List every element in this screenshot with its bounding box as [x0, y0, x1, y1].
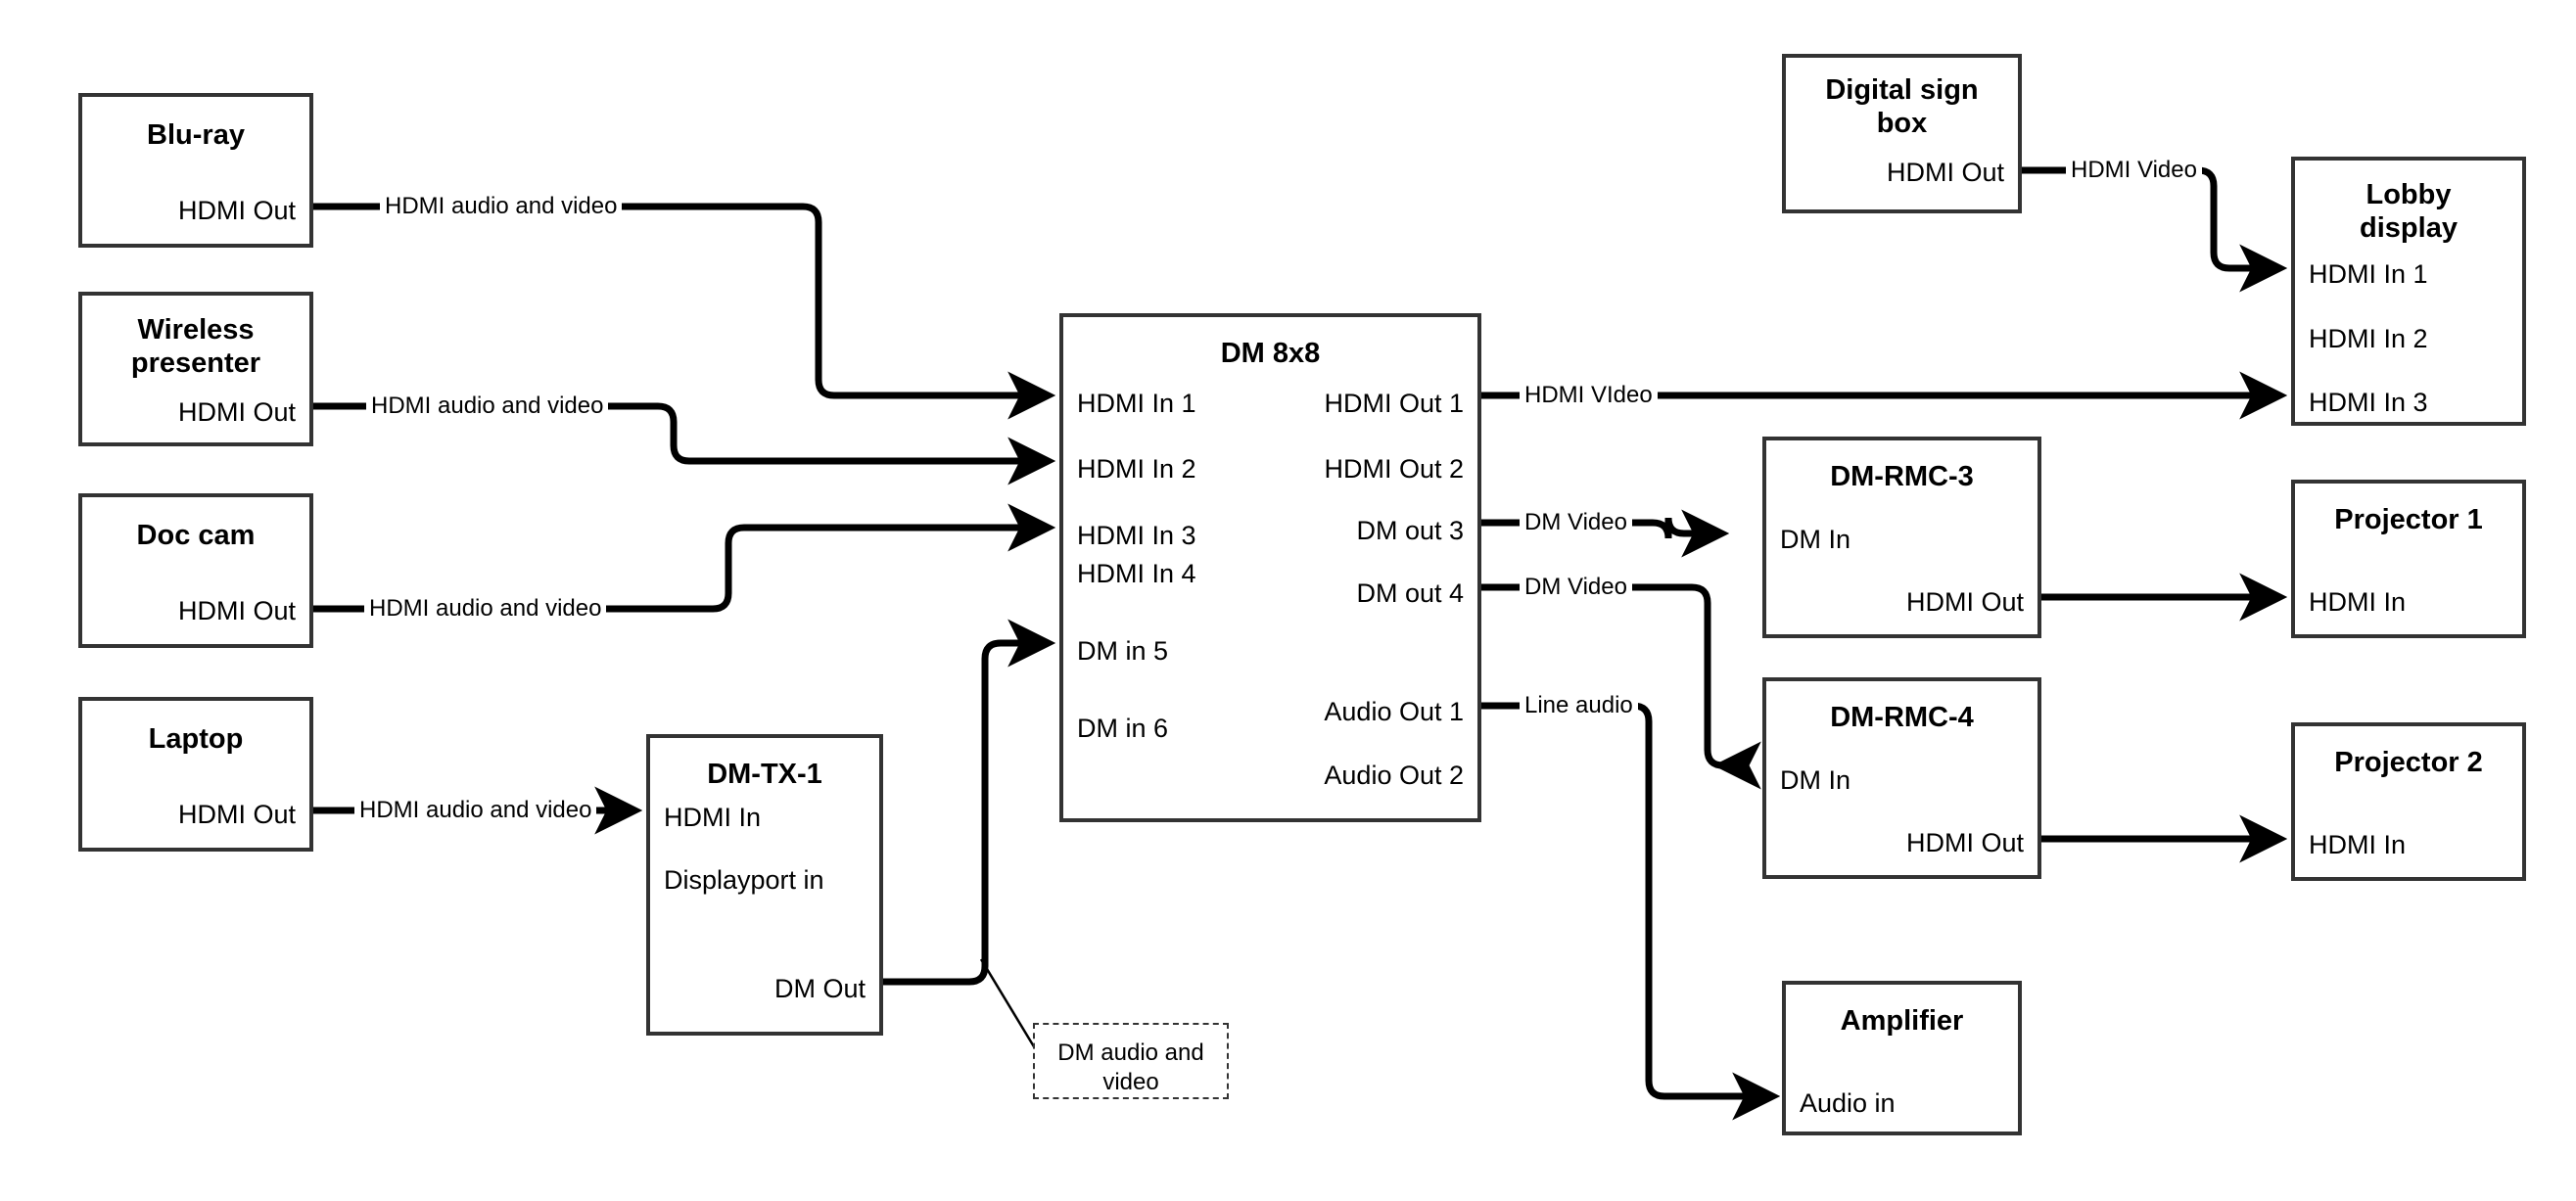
node-dm-rmc-3-port-hdmi-out: HDMI Out — [1905, 587, 2024, 617]
node-digital-sign-box-title-line2: box — [1876, 108, 1928, 139]
node-dm-tx-1-title: DM-TX-1 — [707, 759, 822, 790]
node-doc-cam-port-hdmi-out: HDMI Out — [177, 596, 296, 625]
callout-text-line1: DM audio and — [1057, 1039, 1204, 1066]
node-dm-8x8-input-hdmi-in-2: HDMI In 2 — [1077, 454, 1196, 484]
edge-label-sign-to-lobby: HDMI Video — [2066, 159, 2202, 182]
wire-sign-to-lobby — [2022, 166, 2288, 293]
node-dm-rmc-3-title: DM-RMC-3 — [1830, 461, 1974, 492]
node-dm-rmc-4-title: DM-RMC-4 — [1830, 702, 1974, 733]
node-dm-8x8-input-hdmi-in-1: HDMI In 1 — [1077, 389, 1196, 418]
callout-text-line2: video — [1102, 1069, 1159, 1095]
node-doc-cam[interactable]: Doc cam HDMI Out — [78, 493, 313, 648]
node-projector-1[interactable]: Projector 1 HDMI In — [2291, 480, 2526, 638]
callout-dm-audio-and-video: DM audio and video — [1033, 1023, 1229, 1099]
edge-label-laptop-to-dmtx1: HDMI audio and video — [354, 799, 597, 822]
node-projector-2-title: Projector 2 — [2334, 747, 2483, 778]
edge-label-doccam-to-dm: HDMI audio and video — [364, 597, 607, 621]
wire-dmtx1-to-dm8x8 — [883, 619, 1056, 986]
node-dm-rmc-4[interactable]: DM-RMC-4 DM In HDMI Out — [1762, 677, 2041, 879]
node-projector-1-title: Projector 1 — [2334, 504, 2483, 535]
node-dm-tx-1-port-displayport-in: Displayport in — [664, 865, 824, 895]
node-dm-8x8-input-hdmi-in-3: HDMI In 3 — [1077, 521, 1196, 550]
node-dm-tx-1-port-dm-out: DM Out — [773, 974, 866, 1003]
node-dm-tx-1[interactable]: DM-TX-1 HDMI In Displayport in DM Out — [646, 734, 883, 1036]
edge-label-dm-out1-to-lobby: HDMI VIdeo — [1520, 384, 1658, 407]
node-wireless-presenter-title-line1: Wireless — [137, 314, 255, 346]
node-dm-8x8-input-hdmi-in-4: HDMI In 4 — [1077, 559, 1196, 588]
node-digital-sign-box-title-line1: Digital sign — [1825, 74, 1979, 106]
node-lobby-display-title-line2: display — [2360, 212, 2458, 244]
node-dm-rmc-3-port-dm-in: DM In — [1780, 525, 1851, 554]
edge-label-dm-out3-to-rmc3: DM Video — [1520, 511, 1632, 534]
node-dm-8x8-output-hdmi-out-2: HDMI Out 2 — [1324, 454, 1464, 484]
node-lobby-display[interactable]: Lobby display HDMI In 1 HDMI In 2 HDMI I… — [2291, 157, 2526, 426]
node-dm-8x8-output-dm-out-3: DM out 3 — [1356, 516, 1464, 545]
node-amplifier[interactable]: Amplifier Audio in — [1782, 981, 2022, 1135]
node-dm-8x8-input-dm-in-5: DM in 5 — [1077, 636, 1169, 666]
callout-leader-line — [979, 958, 1037, 1049]
node-dm-8x8-output-dm-out-4: DM out 4 — [1356, 578, 1464, 608]
node-doc-cam-title: Doc cam — [136, 520, 256, 551]
node-dm-8x8-output-audio-out-2: Audio Out 2 — [1324, 761, 1464, 790]
node-dm-8x8-title: DM 8x8 — [1220, 338, 1321, 369]
node-amplifier-title: Amplifier — [1840, 1005, 1964, 1037]
node-bluray-port-hdmi-out: HDMI Out — [177, 196, 296, 225]
node-dm-tx-1-port-hdmi-in: HDMI In — [664, 803, 762, 832]
wire-dm8x8-out4-to-rmc4 — [1481, 583, 1761, 790]
node-bluray[interactable]: Blu-ray HDMI Out — [78, 93, 313, 248]
wire-dm8x8-audio1-to-amp — [1481, 702, 1781, 1121]
node-lobby-display-title-line1: Lobby — [2365, 179, 2452, 210]
edge-label-wireless-to-dm: HDMI audio and video — [366, 394, 609, 418]
node-wireless-presenter[interactable]: Wireless presenter HDMI Out — [78, 292, 313, 446]
node-laptop-title: Laptop — [148, 723, 244, 755]
node-lobby-display-port-hdmi-in-1: HDMI In 1 — [2309, 259, 2428, 289]
node-laptop[interactable]: Laptop HDMI Out — [78, 697, 313, 852]
node-dm-8x8-output-audio-out-1: Audio Out 1 — [1324, 697, 1464, 726]
node-dm-rmc-4-port-hdmi-out: HDMI Out — [1905, 828, 2024, 857]
node-bluray-title: Blu-ray — [147, 119, 245, 151]
node-digital-sign-box-port-hdmi-out: HDMI Out — [1886, 158, 2004, 187]
node-digital-sign-box[interactable]: Digital sign box HDMI Out — [1782, 54, 2022, 213]
node-projector-2-port-hdmi-in: HDMI In — [2309, 830, 2407, 859]
wire-bluray-to-dm8x8 — [313, 203, 1056, 420]
node-dm-rmc-3[interactable]: DM-RMC-3 DM In HDMI Out — [1762, 437, 2041, 638]
node-projector-2[interactable]: Projector 2 HDMI In — [2291, 722, 2526, 881]
edge-label-bluray-to-dm: HDMI audio and video — [380, 195, 623, 218]
edge-label-dm-out4-to-rmc4: DM Video — [1520, 576, 1632, 599]
node-dm-8x8-input-dm-in-6: DM in 6 — [1077, 714, 1169, 743]
node-lobby-display-port-hdmi-in-3: HDMI In 3 — [2309, 388, 2428, 417]
node-wireless-presenter-title-line2: presenter — [130, 347, 261, 379]
edge-label-dm-audio1-to-amp: Line audio — [1520, 694, 1638, 717]
node-dm-rmc-4-port-dm-in: DM In — [1780, 765, 1851, 795]
node-wireless-presenter-port-hdmi-out: HDMI Out — [177, 397, 296, 427]
node-projector-1-port-hdmi-in: HDMI In — [2309, 587, 2407, 617]
node-laptop-port-hdmi-out: HDMI Out — [177, 800, 296, 829]
node-amplifier-port-audio-in: Audio in — [1800, 1088, 1896, 1118]
node-dm-8x8-output-hdmi-out-1: HDMI Out 1 — [1324, 389, 1464, 418]
node-lobby-display-port-hdmi-in-2: HDMI In 2 — [2309, 324, 2428, 353]
node-dm-8x8[interactable]: DM 8x8 HDMI In 1 HDMI In 2 HDMI In 3 HDM… — [1059, 313, 1481, 822]
